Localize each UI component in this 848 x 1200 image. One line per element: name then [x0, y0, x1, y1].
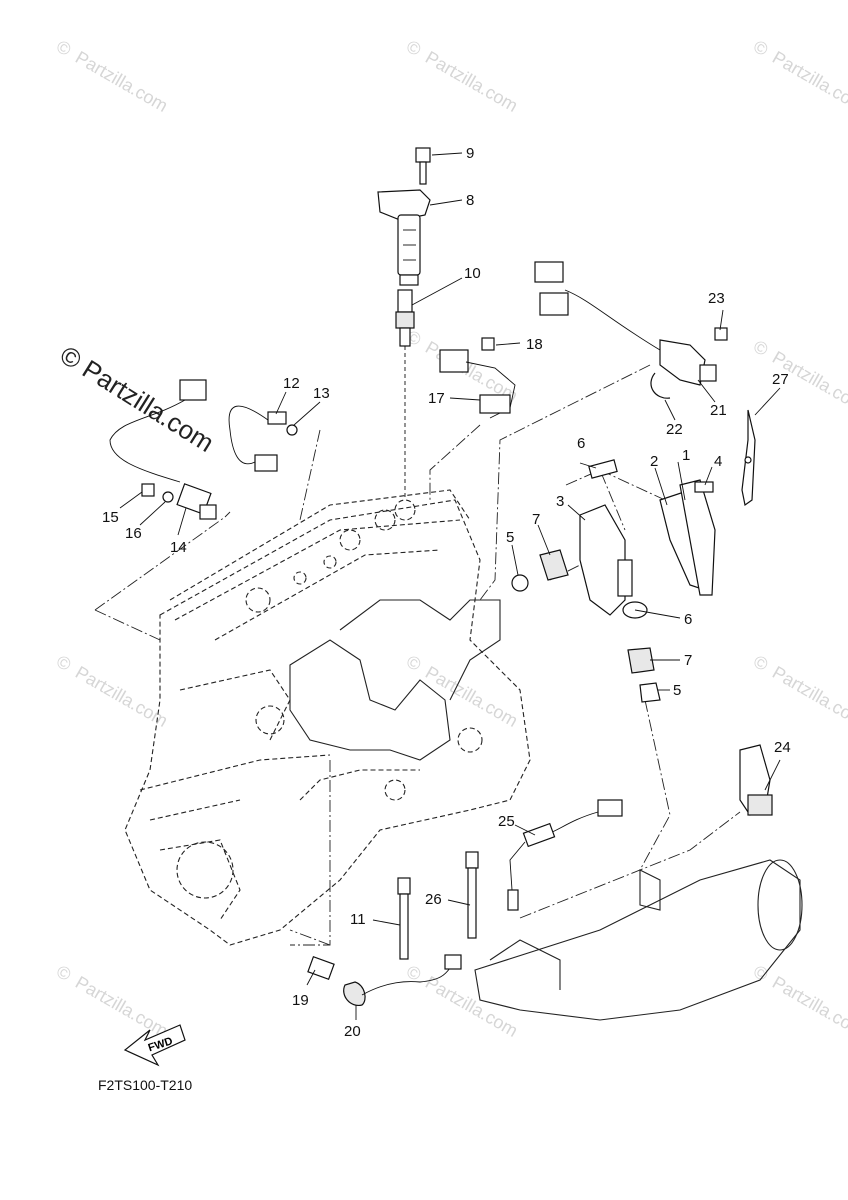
callout-4: 4 [714, 453, 722, 470]
callout-15: 15 [102, 509, 119, 526]
coil-bolt [415, 147, 431, 185]
temperature-sensor [228, 405, 298, 472]
callout-5b: 5 [673, 682, 681, 699]
watermark-text: © [53, 961, 74, 985]
callout-17: 17 [428, 390, 445, 407]
callout-11: 11 [350, 911, 366, 928]
callout-25: 25 [498, 813, 515, 830]
callout-20: 20 [344, 1023, 361, 1040]
callout-26: 26 [425, 891, 442, 908]
callout-6b: 6 [684, 611, 692, 628]
watermark-text: Partzilla.com [422, 662, 521, 731]
exhaust-pipe [474, 859, 803, 1021]
cable-tie-27 [741, 409, 756, 507]
callout-21: 21 [710, 402, 727, 419]
callout-2: 2 [650, 453, 658, 470]
callout-16: 16 [125, 525, 142, 542]
watermark-text: Partzilla.com [769, 972, 848, 1041]
callout-7a: 7 [532, 511, 540, 528]
engine-block [124, 489, 531, 946]
callout-10: 10 [464, 265, 481, 282]
exhaust-sensor-25 [507, 799, 623, 911]
callout-8: 8 [466, 192, 474, 209]
callout-6a: 6 [577, 435, 585, 452]
left-sensor-harness [109, 379, 217, 520]
callout-14: 14 [170, 539, 187, 556]
watermark-text: © [750, 651, 771, 675]
callout-18: 18 [526, 336, 543, 353]
watermark-text: © [750, 961, 771, 985]
callout-5a: 5 [506, 529, 514, 546]
watermark-text: © [403, 36, 424, 60]
watermark-text: © [53, 651, 74, 675]
watermark-text: Partzilla.com [72, 47, 171, 116]
callout-labels: 1 2 3 4 5 5 6 6 7 7 8 9 10 11 12 13 14 1… [102, 145, 791, 1040]
bracket-assembly [511, 459, 716, 703]
leader-lines [119, 152, 781, 1020]
clip-24 [739, 744, 773, 816]
callout-1: 1 [682, 447, 690, 464]
callout-12: 12 [283, 375, 300, 392]
callout-3: 3 [556, 493, 564, 510]
callout-13: 13 [313, 385, 330, 402]
cable-tie-26 [465, 851, 479, 939]
ignition-coil [377, 189, 431, 286]
callout-7b: 7 [684, 652, 692, 669]
watermark-text: Partzilla.com [72, 662, 171, 731]
callout-22: 22 [666, 421, 683, 438]
knock-sensor [307, 954, 462, 1007]
callout-9: 9 [466, 145, 474, 162]
watermark-text: © [53, 36, 74, 60]
callout-24: 24 [774, 739, 791, 756]
callout-19: 19 [292, 992, 309, 1009]
watermark-text: Partzilla.com [769, 662, 848, 731]
cam-position-sensor [534, 261, 728, 399]
callout-27: 27 [772, 371, 789, 388]
watermark-text: Partzilla.com [422, 47, 521, 116]
callout-23: 23 [708, 290, 725, 307]
watermark-text: © [750, 336, 771, 360]
spark-plug [395, 289, 415, 500]
watermark-text: © [403, 651, 424, 675]
diagram-code: F2TS100-T210 [98, 1077, 192, 1093]
watermark-text: Partzilla.com [72, 972, 171, 1041]
map-sensor [439, 337, 516, 419]
watermark-text: © [750, 36, 771, 60]
cable-tie-11 [397, 877, 411, 960]
watermark-text: Partzilla.com [769, 47, 848, 116]
